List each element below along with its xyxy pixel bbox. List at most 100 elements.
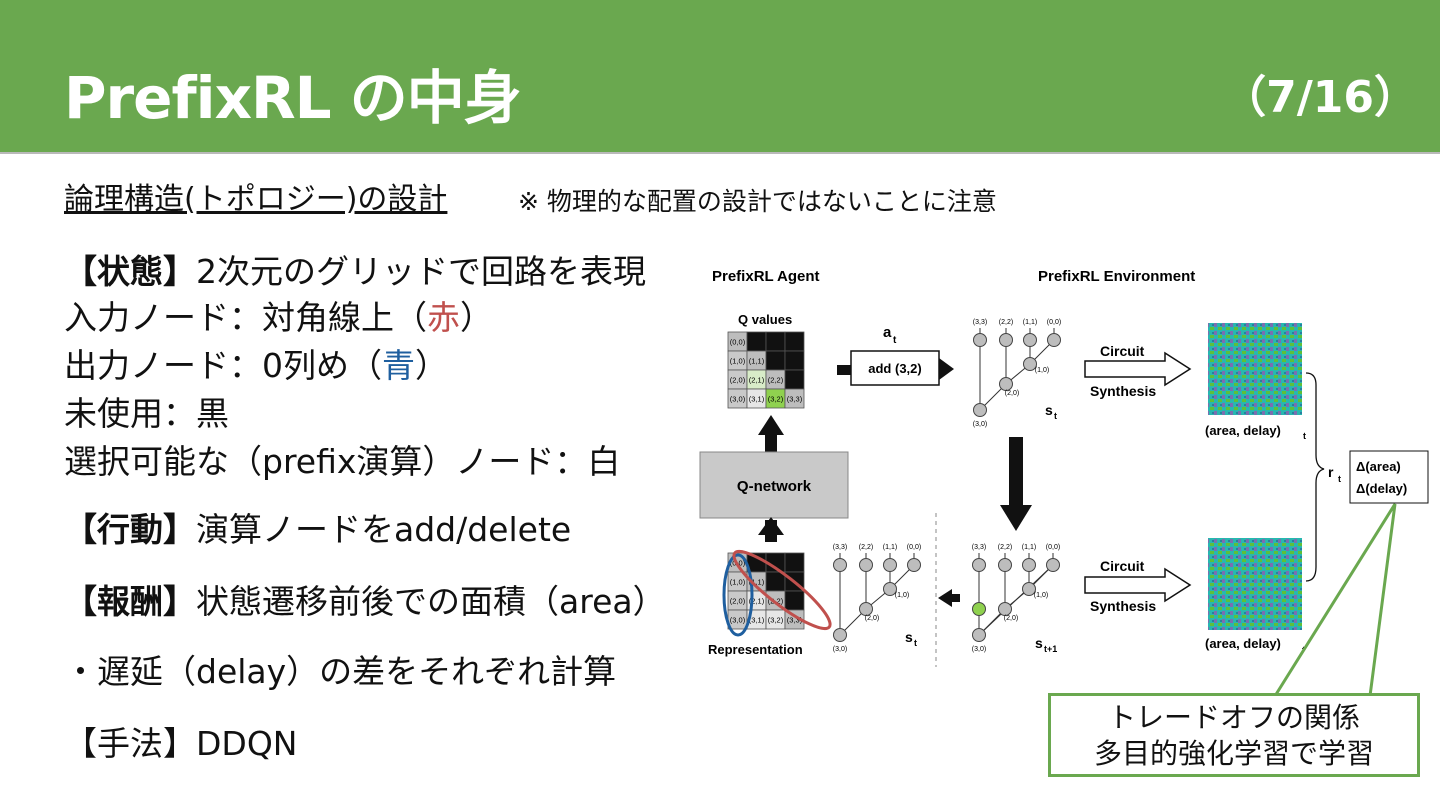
state-label-agent: s xyxy=(905,629,913,645)
input-node-suffix: ） xyxy=(460,298,493,337)
grid-cell xyxy=(765,571,786,592)
q-values-grid: (0,0)(1,0)(1,1)(2,0)(2,1)(2,2)(3,0)(3,1)… xyxy=(727,331,805,409)
tree-top-label: (1,1) xyxy=(883,544,897,551)
state-sub-top: t xyxy=(1054,411,1057,421)
grid-cell-label: (2,0) xyxy=(730,597,746,606)
tree-node xyxy=(833,558,847,572)
synthesis-arrow-top xyxy=(1084,351,1192,387)
bullet-output-node: 出力ノード：0列め（青） xyxy=(64,344,448,388)
tree-node-label: (1,0) xyxy=(1035,367,1049,374)
tree-top-label: (0,0) xyxy=(1047,319,1061,326)
tree-node-label: (1,0) xyxy=(1034,592,1048,599)
synthesis-label-bottom: Synthesis xyxy=(1090,598,1156,614)
bullet-reward: 【報酬】状態遷移前後での面積（area） xyxy=(64,580,666,624)
tree-node xyxy=(999,377,1013,391)
bullet-reward-2: ・遅延（delay）の差をそれぞれ計算 xyxy=(64,652,617,691)
tree-node xyxy=(973,403,987,417)
state-text: 2次元のグリッドで回路を表現 xyxy=(196,252,646,291)
area-delay-top-sub: t xyxy=(1303,431,1306,441)
grid-cell-label: (2,0) xyxy=(730,376,746,385)
output-node-suffix: ） xyxy=(415,346,448,385)
arrow-left-shaft xyxy=(952,594,960,602)
synthesis-label-top: Synthesis xyxy=(1090,383,1156,399)
grid-cell-label: (3,1) xyxy=(749,616,765,625)
grid-cell-label: (1,1) xyxy=(749,578,765,587)
tree-node xyxy=(972,628,986,642)
output-nodes-ellipse xyxy=(722,553,754,637)
tree-node xyxy=(999,333,1013,347)
grid-cell-label: (0,0) xyxy=(730,338,746,347)
grid-cell xyxy=(784,552,805,573)
tree-node-label: (3,0) xyxy=(972,646,986,653)
tree-top-label: (3,3) xyxy=(973,319,987,326)
grid-cell xyxy=(784,388,805,409)
bullet-input-node: 入力ノード：対角線上（赤） xyxy=(64,296,493,340)
grid-cell-label: (2,1) xyxy=(749,597,765,606)
action-label: a xyxy=(883,324,892,341)
q-values-label: Q values xyxy=(738,312,792,327)
prefix-tree-top: (3,3)(2,2)(1,1)(0,0)(1,0)(2,0)(3,0) xyxy=(973,319,1061,428)
reward-box xyxy=(1349,450,1429,504)
prefix-tree-next: (3,3)(2,2)(1,1)(0,0)(1,0)(2,0)(3,0) xyxy=(972,544,1060,653)
grid-cell-label: (3,0) xyxy=(730,616,746,625)
state-label-next: s xyxy=(1035,635,1043,651)
tree-top-label: (0,0) xyxy=(907,544,921,551)
grid-cell-label: (3,3) xyxy=(787,616,803,625)
tree-top-label: (2,2) xyxy=(859,544,873,551)
bullet-unused: 未使用：黒 xyxy=(64,394,229,433)
reward-sub: t xyxy=(1338,474,1341,484)
layout-image-top xyxy=(1208,323,1302,415)
grid-cell-label: (2,2) xyxy=(768,376,784,385)
action-text: 演算ノードをadd/delete xyxy=(196,510,572,549)
grid-cell xyxy=(746,331,767,352)
tree-node-label: (2,0) xyxy=(1005,390,1019,397)
grid-cell-label: (1,0) xyxy=(730,578,746,587)
grid-cell-label: (2,1) xyxy=(749,376,765,385)
callout-line-1: トレードオフの関係 xyxy=(1107,701,1360,734)
arrow-left-head xyxy=(938,589,952,607)
header-bar: PrefixRL の中身 （7/16） xyxy=(0,0,1440,154)
grid-cell xyxy=(765,331,786,352)
circuit-label-bottom: Circuit xyxy=(1100,558,1145,574)
action-box-label: add (3,2) xyxy=(868,361,921,376)
circuit-label-top: Circuit xyxy=(1100,343,1145,359)
tree-top-label: (0,0) xyxy=(1046,544,1060,551)
arrow-up-head-2 xyxy=(758,517,784,535)
q-network-box xyxy=(699,451,849,519)
tree-top-label: (3,3) xyxy=(833,544,847,551)
page-number: （7/16） xyxy=(1222,72,1418,123)
arrow-up-shaft xyxy=(765,433,777,455)
output-node-prefix: 出力ノード：0列め（ xyxy=(64,346,382,385)
reward-brace xyxy=(1305,372,1325,582)
tree-top-label: (2,2) xyxy=(998,544,1012,551)
input-node-color: 赤 xyxy=(427,298,460,337)
tree-node xyxy=(973,333,987,347)
tree-node xyxy=(1023,357,1037,371)
section-subtitle: 論理構造(トポロジー)の設計 xyxy=(64,182,448,217)
grid-cell-label: (1,1) xyxy=(749,357,765,366)
action-arrow-tail xyxy=(837,365,851,375)
input-node-prefix: 入力ノード：対角線上（ xyxy=(64,298,427,337)
callout-pointer xyxy=(1272,503,1397,698)
grid-cell-label: (3,3) xyxy=(787,395,803,404)
tree-node xyxy=(859,558,873,572)
grid-cell-label: (3,2) xyxy=(768,395,784,404)
grid-cell-label: (3,2) xyxy=(768,616,784,625)
tree-node xyxy=(859,602,873,616)
callout-pointer-shape xyxy=(1272,503,1397,698)
area-delay-top: (area, delay) xyxy=(1205,423,1281,438)
bullet-state: 【状態】2次元のグリッドで回路を表現 xyxy=(64,250,646,294)
area-delay-bottom: (area, delay) xyxy=(1205,636,1281,651)
tree-node xyxy=(907,558,921,572)
representation-grid: (0,0)(1,0)(1,1)(2,0)(2,1)(2,2)(3,0)(3,1)… xyxy=(727,552,805,630)
env-title: PrefixRL Environment xyxy=(1038,268,1195,285)
action-tag: 【行動】 xyxy=(64,510,196,549)
grid-cell xyxy=(765,350,786,371)
prefixrl-diagram: PrefixRL Agent PrefixRL Environment Q va… xyxy=(699,268,1429,667)
bullet-action: 【行動】演算ノードをadd/delete xyxy=(64,508,571,552)
tree-top-label: (1,1) xyxy=(1022,544,1036,551)
prefix-tree-agent: (3,3)(2,2)(1,1)(0,0)(1,0)(2,0)(3,0) xyxy=(833,544,921,653)
tree-node-label: (2,0) xyxy=(865,615,879,622)
tree-node-label: (3,0) xyxy=(833,646,847,653)
arrow-down-shaft xyxy=(1009,437,1023,507)
